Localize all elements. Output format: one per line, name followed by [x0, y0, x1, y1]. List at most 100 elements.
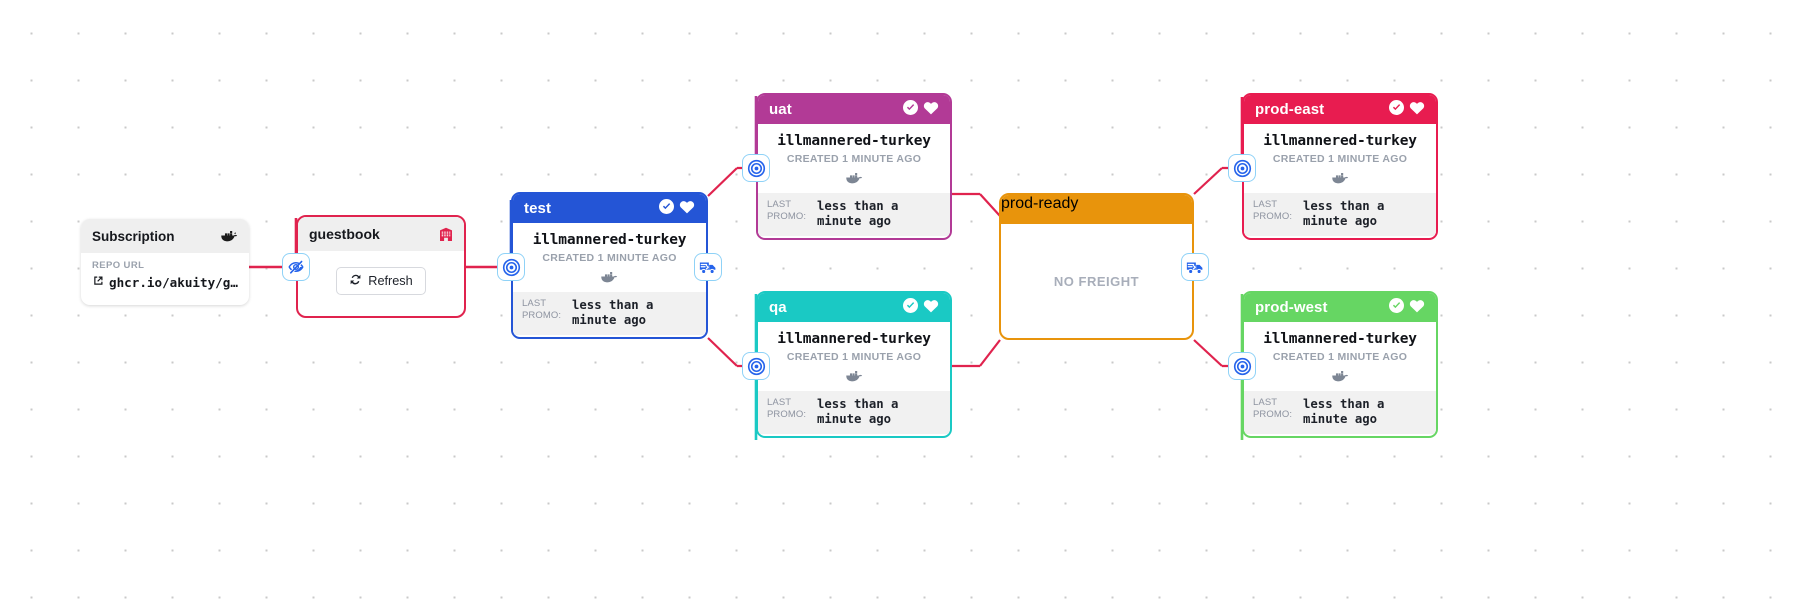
freight-created: CREATED 1 MINUTE AGO [786, 153, 922, 165]
stage-card-qa[interactable]: qa illmannered-turkey CREATED 1 MINUTE A… [756, 291, 952, 438]
target-icon [1233, 159, 1252, 178]
last-promo-label: LAST PROMO: [522, 298, 562, 321]
edge-test-uat [707, 167, 738, 197]
heart-icon[interactable] [1409, 299, 1425, 317]
last-promo-label: LAST PROMO: [1253, 397, 1293, 420]
stage-body-uat: illmannered-turkey CREATED 1 MINUTE AGO [758, 124, 950, 193]
stage-card-prod-ready[interactable]: prod-ready NO FREIGHT [999, 193, 1194, 340]
warehouse-body: Refresh [298, 251, 464, 311]
check-circle-icon[interactable] [903, 100, 918, 119]
refresh-button[interactable]: Refresh [336, 267, 426, 295]
stage-body-test: illmannered-turkey CREATED 1 MINUTE AGO [513, 223, 706, 292]
last-promo-value: less than a minute ago [817, 397, 899, 426]
last-promo-bar: LAST PROMO: less than a minute ago [758, 193, 950, 236]
stage-name-prod-east: prod-east [1255, 101, 1325, 118]
stage-body-qa: illmannered-turkey CREATED 1 MINUTE AGO [758, 322, 950, 391]
last-promo-label: LAST PROMO: [1253, 199, 1293, 222]
last-promo-bar: LAST PROMO: less than a minute ago [758, 391, 950, 434]
repo-url-label: REPO URL [92, 260, 145, 271]
truck-icon-button-test[interactable] [694, 253, 722, 281]
subscription-body: REPO URL ghcr.io/akuity/g… [81, 253, 249, 290]
stage-body-prod-west: illmannered-turkey CREATED 1 MINUTE AGO [1244, 322, 1436, 391]
stage-header-qa: qa [758, 293, 950, 322]
eye-off-icon [287, 258, 305, 276]
docker-icon [766, 370, 942, 385]
stage-card-uat[interactable]: uat illmannered-turkey CREATED 1 MINUTE … [756, 93, 952, 240]
target-icon-button-prod-west[interactable] [1228, 352, 1256, 380]
stage-name-test: test [524, 200, 552, 217]
freight-created: CREATED 1 MINUTE AGO [542, 252, 677, 264]
stage-card-prod-east[interactable]: prod-east illmannered-turkey CREATED 1 M… [1242, 93, 1438, 240]
stage-body-prod-east: illmannered-turkey CREATED 1 MINUTE AGO [1244, 124, 1436, 193]
last-promo-label: LAST PROMO: [767, 199, 807, 222]
heart-icon[interactable] [923, 101, 939, 119]
stage-card-test[interactable]: test illmannered-turkey CREATED 1 MINUTE… [511, 192, 708, 339]
last-promo-value: less than a minute ago [1303, 397, 1385, 426]
heart-icon[interactable] [1409, 101, 1425, 119]
target-icon-button-prod-east[interactable] [1228, 154, 1256, 182]
stage-header-prod-west: prod-west [1244, 293, 1436, 322]
target-icon [747, 159, 766, 178]
truck-icon-button-prod-ready[interactable] [1181, 253, 1209, 281]
stage-name-uat: uat [769, 101, 792, 118]
subscription-header: Subscription [81, 219, 249, 253]
stage-card-prod-west[interactable]: prod-west illmannered-turkey CREATED 1 M… [1242, 291, 1438, 438]
target-icon [502, 258, 521, 277]
freight-name: illmannered-turkey [532, 232, 687, 248]
target-icon [747, 357, 766, 376]
eye-off-icon-button[interactable] [282, 253, 310, 281]
docker-icon [1252, 172, 1428, 187]
docker-icon [221, 230, 238, 243]
target-icon-button-test-uat[interactable] [742, 154, 770, 182]
warehouse-icon [439, 227, 453, 242]
target-icon-button-warehouse-test[interactable] [497, 253, 525, 281]
heart-icon[interactable] [679, 200, 695, 218]
check-circle-icon[interactable] [1389, 298, 1404, 317]
subscription-card[interactable]: Subscription REPO URL ghcr.io/akuity/g [81, 219, 249, 305]
last-promo-value: less than a minute ago [817, 199, 899, 228]
freight-name: illmannered-turkey [777, 331, 931, 347]
edge-prodready-east [1193, 167, 1223, 195]
stage-name-prod-west: prod-west [1255, 299, 1328, 316]
warehouse-title: guestbook [309, 226, 380, 242]
stage-name-prod-ready: prod-ready [1001, 195, 1079, 212]
truck-icon [1186, 259, 1205, 276]
stage-header-prod-east: prod-east [1244, 95, 1436, 124]
stage-header-prod-ready: prod-ready [1001, 195, 1192, 224]
docker-icon [521, 271, 698, 286]
stage-header-test: test [513, 194, 706, 223]
docker-icon [1252, 370, 1428, 385]
warehouse-card-guestbook[interactable]: guestbook [296, 215, 466, 318]
last-promo-bar: LAST PROMO: less than a minute ago [513, 292, 706, 335]
edge-qa-prodready [979, 339, 1001, 367]
edge-uat-prodready [979, 193, 1001, 217]
no-freight-message: NO FREIGHT [1053, 273, 1140, 289]
freight-created: CREATED 1 MINUTE AGO [1272, 351, 1408, 363]
freight-name: illmannered-turkey [777, 133, 931, 149]
subscription-title: Subscription [92, 228, 175, 244]
docker-icon [766, 172, 942, 187]
repo-url-value-row[interactable]: ghcr.io/akuity/g… [92, 275, 238, 290]
external-link-icon [92, 275, 104, 290]
last-promo-label: LAST PROMO: [767, 397, 807, 420]
stage-name-qa: qa [769, 299, 787, 316]
target-icon [1233, 357, 1252, 376]
check-circle-icon[interactable] [659, 199, 674, 218]
repo-url-text: ghcr.io/akuity/g… [109, 275, 238, 290]
refresh-icon [349, 273, 362, 289]
last-promo-value: less than a minute ago [1303, 199, 1385, 228]
warehouse-header: guestbook [298, 217, 464, 251]
freight-created: CREATED 1 MINUTE AGO [786, 351, 922, 363]
last-promo-value: less than a minute ago [572, 298, 654, 327]
refresh-label: Refresh [368, 274, 413, 288]
check-circle-icon[interactable] [1389, 100, 1404, 119]
heart-icon[interactable] [923, 299, 939, 317]
last-promo-bar: LAST PROMO: less than a minute ago [1244, 193, 1436, 236]
stage-header-uat: uat [758, 95, 950, 124]
last-promo-bar: LAST PROMO: less than a minute ago [1244, 391, 1436, 434]
target-icon-button-test-qa[interactable] [742, 352, 770, 380]
edge-prodready-west [1193, 339, 1223, 367]
check-circle-icon[interactable] [903, 298, 918, 317]
freight-name: illmannered-turkey [1263, 133, 1417, 149]
